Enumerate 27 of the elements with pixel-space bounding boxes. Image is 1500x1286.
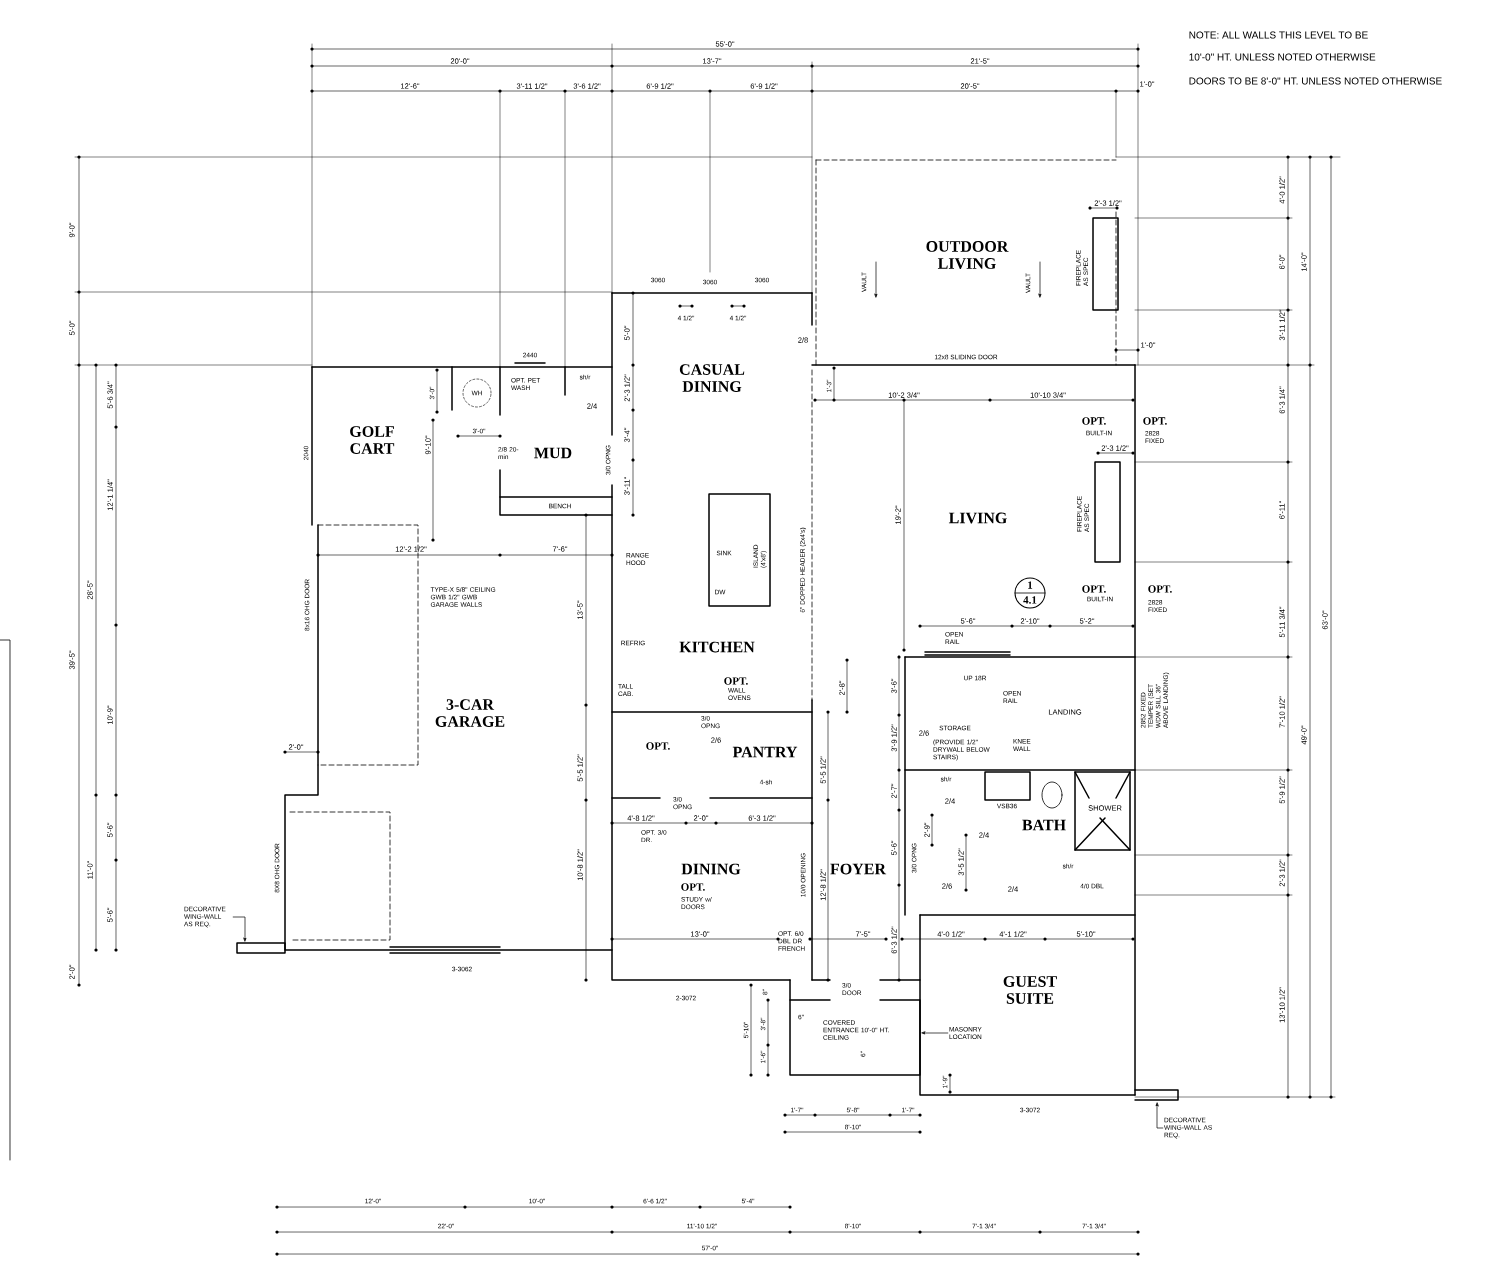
option-label: OPT.: [724, 677, 748, 685]
note-text: 10'-0" HT. UNLESS NOTED OTHERWISE: [1189, 53, 1376, 61]
option-label: OPT.: [681, 883, 705, 891]
room-label: GUEST SUITE: [1003, 976, 1057, 1004]
leader-line: [232, 916, 247, 942]
room-label: PANTRY: [732, 746, 798, 758]
option-label: OPT.: [1143, 417, 1167, 425]
room-label: MUD: [534, 447, 572, 459]
option-label: 1: [1028, 581, 1033, 589]
room-label: CASUAL DINING: [679, 364, 745, 392]
note-text: NOTE: ALL WALLS THIS LEVEL TO BE: [1189, 31, 1368, 39]
leader-line: [921, 1031, 949, 1035]
option-label: OPT.: [1082, 585, 1106, 593]
option-label: OPT.: [1082, 417, 1106, 425]
note-text: DOORS TO BE 8'-0" HT. UNLESS NOTED OTHERWISE: [1189, 77, 1442, 85]
room-label: LIVING: [948, 512, 1007, 524]
option-label: OPT.: [1148, 585, 1172, 593]
room-label: OUTDOOR LIVING: [926, 241, 1009, 269]
room-label: FOYER: [830, 863, 887, 875]
room-label: 3-CAR GARAGE: [435, 699, 505, 727]
room-label: GOLF CART: [350, 426, 395, 454]
leader-line: [1155, 1102, 1164, 1129]
room-label: DINING: [681, 863, 741, 875]
option-label: 4.1: [1023, 596, 1037, 604]
room-label: KITCHEN: [679, 641, 755, 653]
option-label: OPT.: [646, 742, 670, 750]
room-label: BATH: [1022, 819, 1066, 831]
